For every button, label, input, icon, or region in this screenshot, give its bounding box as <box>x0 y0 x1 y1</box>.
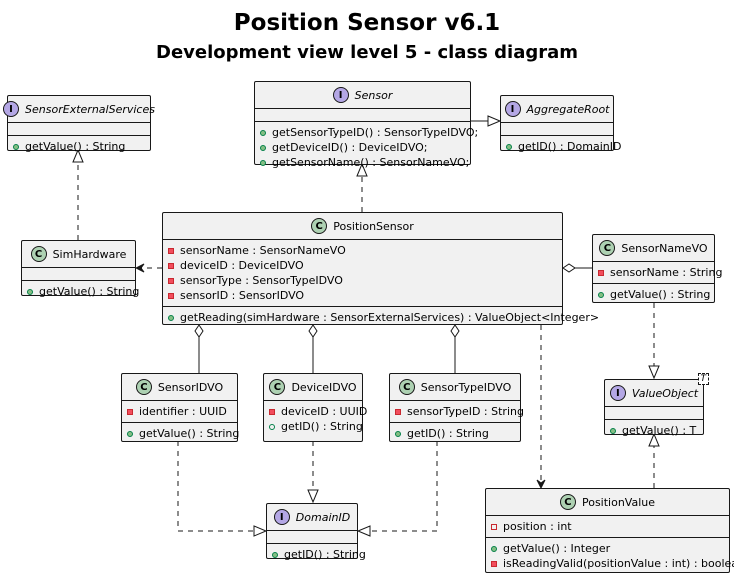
method: getValue() : String <box>610 288 711 301</box>
method: getDeviceID() : DeviceIDVO; <box>272 141 428 154</box>
class-icon: C <box>311 218 328 234</box>
diagram-subtitle: Development view level 5 - class diagram <box>156 42 578 63</box>
method: getSensorName() : SensorNameVO; <box>272 156 470 169</box>
class-name: SensorTypeIDVO <box>420 380 512 394</box>
public-icon <box>27 288 33 295</box>
public-icon <box>260 144 266 151</box>
method: getValue() : String <box>39 285 140 298</box>
field: sensorTypeID : String <box>407 405 524 418</box>
interface-icon: I <box>609 385 626 401</box>
type-parameter: T <box>697 373 709 385</box>
field: deviceID : UUID <box>281 405 368 418</box>
method: getID() : String <box>284 548 366 561</box>
method: getID() : String <box>281 420 363 433</box>
class-name: PositionSensor <box>333 219 414 233</box>
public-icon <box>168 314 174 321</box>
method: getReading(simHardware : SensorExternalS… <box>180 311 600 324</box>
class-icon: C <box>269 379 286 395</box>
interface-icon: I <box>273 509 290 525</box>
class-name: AggregateRoot <box>526 102 610 116</box>
class-name: SensorExternalServices <box>25 102 155 116</box>
method: getValue() : Integer <box>503 542 611 555</box>
package-icon <box>269 423 275 430</box>
private-icon <box>491 523 497 530</box>
field: identifier : UUID <box>139 405 227 418</box>
public-icon <box>506 143 512 150</box>
private-icon <box>168 277 174 284</box>
class-name: DomainID <box>295 510 351 524</box>
class-domain-id: I DomainID getID() : String <box>266 503 366 561</box>
method: getValue() : String <box>139 427 240 440</box>
class-name: DeviceIDVO <box>291 380 357 394</box>
field: sensorName : SensorNameVO <box>180 244 346 257</box>
field: sensorName : String <box>610 266 723 279</box>
public-icon <box>260 129 266 136</box>
class-aggregate-root: I AggregateRoot getID() : DomainID <box>500 95 621 153</box>
class-sensor-external-services: I SensorExternalServices getValue() : Str… <box>3 95 155 153</box>
method: getValue() : String <box>25 140 126 153</box>
class-sensor-type-id-vo: C SensorTypeIDVO sensorTypeID : String ge… <box>389 373 524 442</box>
private-icon <box>491 560 497 567</box>
public-icon <box>610 427 616 434</box>
class-position-value: C PositionValue position : int getValue()… <box>485 488 734 573</box>
class-name: SimHardware <box>52 247 127 261</box>
public-icon <box>491 545 497 552</box>
public-icon <box>13 143 19 150</box>
interface-icon: I <box>3 101 20 117</box>
interface-icon: I <box>332 87 349 103</box>
class-device-id-vo: C DeviceIDVO deviceID : UUID getID() : St… <box>263 373 367 442</box>
class-name: SensorNameVO <box>621 241 708 255</box>
edge-sensortypeidvo-realizes-domainid <box>358 441 438 531</box>
private-icon <box>127 408 133 415</box>
class-position-sensor: C PositionSensor sensorName : SensorNameV… <box>162 212 599 325</box>
class-name: PositionValue <box>581 495 656 509</box>
class-value-object: T I ValueObject getValue() : T <box>604 373 709 437</box>
private-icon <box>395 408 401 415</box>
private-icon <box>168 247 174 254</box>
private-icon <box>598 269 604 276</box>
interface-icon: I <box>504 101 521 117</box>
method: getID() : String <box>407 427 489 440</box>
public-icon <box>272 551 278 558</box>
field: position : int <box>503 520 572 533</box>
method: getID() : DomainID <box>518 140 622 153</box>
class-icon: C <box>559 494 576 510</box>
class-icon: C <box>599 240 616 256</box>
diagram-title: Position Sensor v6.1 <box>233 10 501 36</box>
class-sim-hardware: C SimHardware getValue() : String <box>21 240 140 298</box>
class-icon: C <box>30 246 47 262</box>
class-sensor-name-vo: C SensorNameVO sensorName : String getVal… <box>592 234 722 303</box>
private-icon <box>269 408 275 415</box>
method: getSensorTypeID() : SensorTypeIDVO; <box>272 126 479 139</box>
method: isReadingValid(positionValue : int) : bo… <box>503 557 734 570</box>
public-icon <box>598 291 604 298</box>
public-icon <box>127 430 133 437</box>
class-sensor: I Sensor getSensorTypeID() : SensorTypeID… <box>254 81 478 169</box>
class-icon: C <box>398 379 415 395</box>
method: getValue() : T <box>622 424 697 437</box>
field: deviceID : DeviceIDVO <box>180 259 304 272</box>
field: sensorType : SensorTypeIDVO <box>180 274 343 287</box>
field: sensorID : SensorIDVO <box>180 289 305 302</box>
public-icon <box>260 159 266 166</box>
class-name: Sensor <box>354 88 393 102</box>
class-icon: C <box>135 379 152 395</box>
private-icon <box>168 292 174 299</box>
class-name: SensorIDVO <box>157 380 224 394</box>
public-icon <box>395 430 401 437</box>
class-sensor-id-vo: C SensorIDVO identifier : UUID getValue()… <box>121 373 240 442</box>
edge-sensoridvo-realizes-domainid <box>177 441 266 531</box>
class-name: ValueObject <box>631 386 699 400</box>
private-icon <box>168 262 174 269</box>
